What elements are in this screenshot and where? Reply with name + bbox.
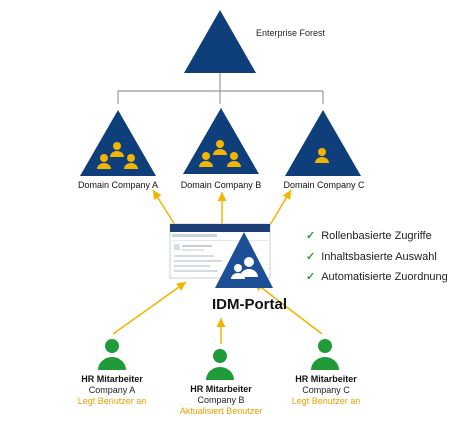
user-company: Company C [302, 385, 350, 395]
domain-c-label: Domain Company C [283, 180, 365, 190]
user-title: HR Mitarbeiter [81, 374, 143, 384]
domain-c-people-icon [315, 148, 329, 163]
user-c-caption: HR Mitarbeiter Company C Legt Benutzer a… [292, 374, 361, 407]
user-title: HR Mitarbeiter [295, 374, 357, 384]
feature-label: Rollenbasierte Zugriffe [321, 230, 432, 242]
check-icon: ✓ [306, 230, 316, 242]
user-b-caption: HR Mitarbeiter Company B Aktualisiert Be… [180, 384, 263, 417]
forest-label: Enterprise Forest [256, 28, 326, 38]
portal-to-domain-arrows [152, 189, 292, 226]
user-title: HR Mitarbeiter [190, 384, 252, 394]
user-action: Legt Benutzer an [77, 396, 147, 406]
user-action: Aktualisiert Benutzer [179, 406, 263, 416]
user-company: Company A [88, 385, 136, 395]
feature-label: Automatisierte Zuordnung [321, 271, 448, 283]
domain-a-people-icon [97, 142, 138, 169]
portal-title: IDM-Portal [212, 296, 287, 313]
feature-label: Inhaltsbasierte Auswahl [321, 251, 437, 263]
check-icon: ✓ [306, 271, 316, 283]
check-icon: ✓ [306, 251, 316, 263]
feature-item: ✓ Automatisierte Zuordnung [306, 270, 448, 283]
feature-item: ✓ Rollenbasierte Zugriffe [306, 229, 432, 242]
user-to-portal-arrows [112, 281, 323, 344]
domain-b-people-icon [199, 140, 241, 167]
user-action: Legt Benutzer an [291, 396, 361, 406]
feature-item: ✓ Inhaltsbasierte Auswahl [306, 250, 437, 263]
domain-b-label: Domain Company B [180, 180, 262, 190]
user-a-caption: HR Mitarbeiter Company A Legt Benutzer a… [78, 374, 147, 407]
user-company: Company B [197, 395, 245, 405]
user-a-icon [98, 339, 126, 370]
portal-triangle-icon [215, 232, 273, 288]
user-c-icon [311, 339, 339, 370]
domain-c-triangle-icon [285, 110, 361, 176]
user-b-icon [206, 349, 234, 380]
domain-a-label: Domain Company A [77, 180, 159, 190]
forest-connectors [117, 73, 324, 104]
forest-triangle-icon [184, 10, 256, 73]
